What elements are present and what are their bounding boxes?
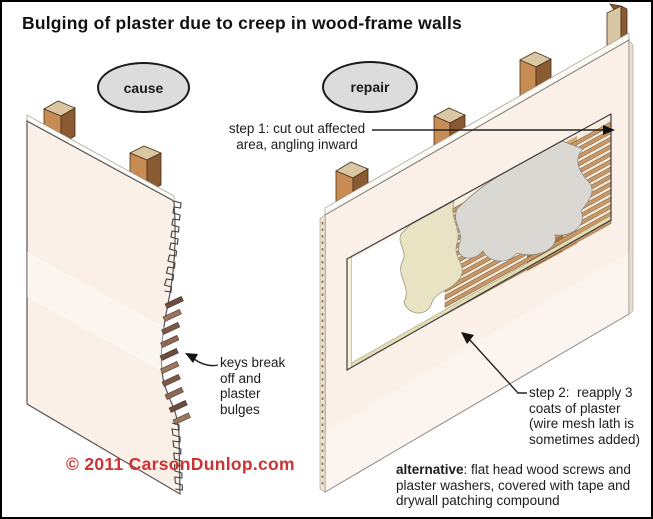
step1-arrow [372,125,615,135]
annotation-alternative: alternative: flat head wood screws and p… [396,462,651,509]
plaster-keys-edge [163,200,183,491]
cutout-bevel-left [346,256,352,371]
plaster-coat-gray [455,140,593,262]
cause-label-bubble: cause [97,62,190,113]
annotation-step1: step 1: cut out affected area, angling i… [228,121,366,152]
wall-highlight [325,252,629,492]
wood-stud [129,145,162,193]
cutout-outline [346,112,612,372]
annotation-keys-break: keys break off and plaster bulges [220,355,286,417]
annotation-alternative-rest: : flat head wood screws and plaster wash… [396,462,631,508]
wall-right-edge [628,39,634,315]
plaster-coat-beige [399,200,463,314]
lath-strips-bulge [159,296,191,425]
repair-label: repair [350,79,390,95]
annotation-alternative-lead: alternative [396,462,464,477]
wall-highlight [27,252,180,381]
step2-arrow [461,332,527,394]
keys-arrow [185,353,219,367]
copyright-text: © 2011 CarsonDunlop.com [66,454,295,474]
diagram-title: Bulging of plaster due to creep in wood-… [22,13,462,33]
left-wall-illustration [26,100,191,496]
annotation-arrows [185,125,615,394]
repair-label-bubble: repair [322,61,418,113]
cause-label: cause [123,79,164,96]
cutout-opening [346,112,612,372]
annotation-step2: step 2: reapply 3 coats of plaster (wire… [529,385,641,447]
right-wall-illustration [319,3,634,493]
